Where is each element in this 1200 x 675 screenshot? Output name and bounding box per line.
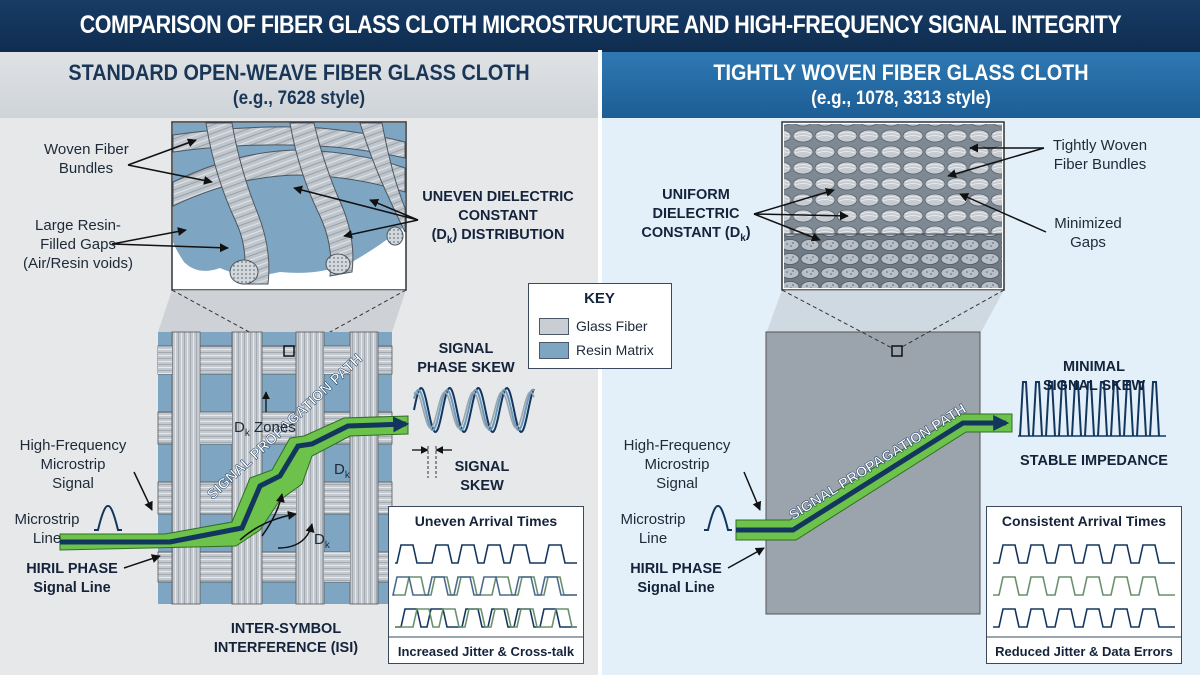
zoom-cone-left: [158, 290, 406, 332]
right-pulse: [704, 505, 732, 531]
left-signal-path: [59, 415, 410, 551]
uneven-arrival-footer: Increased Jitter & Cross-talk: [397, 644, 575, 659]
right-signal-path: [735, 413, 1013, 541]
label-dk-zones: Dk Zones: [234, 419, 296, 439]
key-title: KEY: [584, 290, 615, 307]
left-callout-arrows: [111, 138, 419, 569]
right-callout-arrows: [727, 143, 1047, 569]
uneven-arrival-box: Uneven Arrival Times Increased Jitter & …: [388, 506, 584, 664]
label-uneven-dk: UNEVEN DIELECTRIC CONSTANT (Dk) DISTRIBU…: [422, 189, 574, 246]
left-subheading: (e.g., 7628 style): [232, 88, 366, 109]
consistent-arrival-footer: Reduced Jitter & Data Errors: [995, 644, 1173, 659]
label-stable-impedance: STABLE IMPEDANCE: [1020, 453, 1168, 469]
label-resin-gaps: Large Resin-Filled Gaps(Air/Resin voids): [22, 217, 134, 272]
label-uniform-dk: UNIFORM DIELECTRIC CONSTANT (Dk): [641, 187, 751, 244]
zoom-cone-right: [766, 290, 1004, 334]
right-minimal-skew-pulses: [1018, 381, 1166, 437]
right-panel-header: TIGHTLY WOVEN FIBER GLASS CLOTH (e.g., 1…: [602, 52, 1200, 118]
key-swatch-resin: [539, 341, 569, 359]
left-phase-skew-waves: [412, 386, 535, 478]
key-swatch-glass: [539, 317, 569, 335]
uneven-arrival-traces: [389, 544, 583, 638]
consistent-arrival-title: Consistent Arrival Times: [1001, 513, 1167, 529]
key-item-resin: Resin Matrix: [539, 340, 654, 360]
uneven-arrival-title: Uneven Arrival Times: [414, 513, 558, 529]
key-item-glass-fiber: Glass Fiber: [539, 316, 648, 336]
right-subheading: (e.g., 1078, 3313 style): [811, 88, 991, 109]
left-pulse: [94, 505, 122, 531]
legend-key: KEY Glass Fiber Resin Matrix: [528, 283, 672, 369]
tight-weave-closeup: [781, 121, 1005, 291]
open-weave-closeup: [171, 121, 407, 291]
page-title: COMPARISON OF FIBER GLASS CLOTH MICROSTR…: [79, 10, 1121, 39]
label-dk-upper: Dk: [334, 461, 350, 481]
label-dk-lower: Dk: [314, 531, 330, 551]
title-banner: COMPARISON OF FIBER GLASS CLOTH MICROSTR…: [0, 0, 1200, 50]
left-heading: STANDARD OPEN-WEAVE FIBER GLASS CLOTH: [68, 60, 530, 85]
consistent-arrival-box: Consistent Arrival Times Reduced Jitter …: [986, 506, 1182, 664]
consistent-arrival-traces: [987, 544, 1181, 638]
left-panel-header: STANDARD OPEN-WEAVE FIBER GLASS CLOTH (e…: [0, 52, 598, 118]
right-heading: TIGHTLY WOVEN FIBER GLASS CLOTH: [713, 60, 1089, 85]
